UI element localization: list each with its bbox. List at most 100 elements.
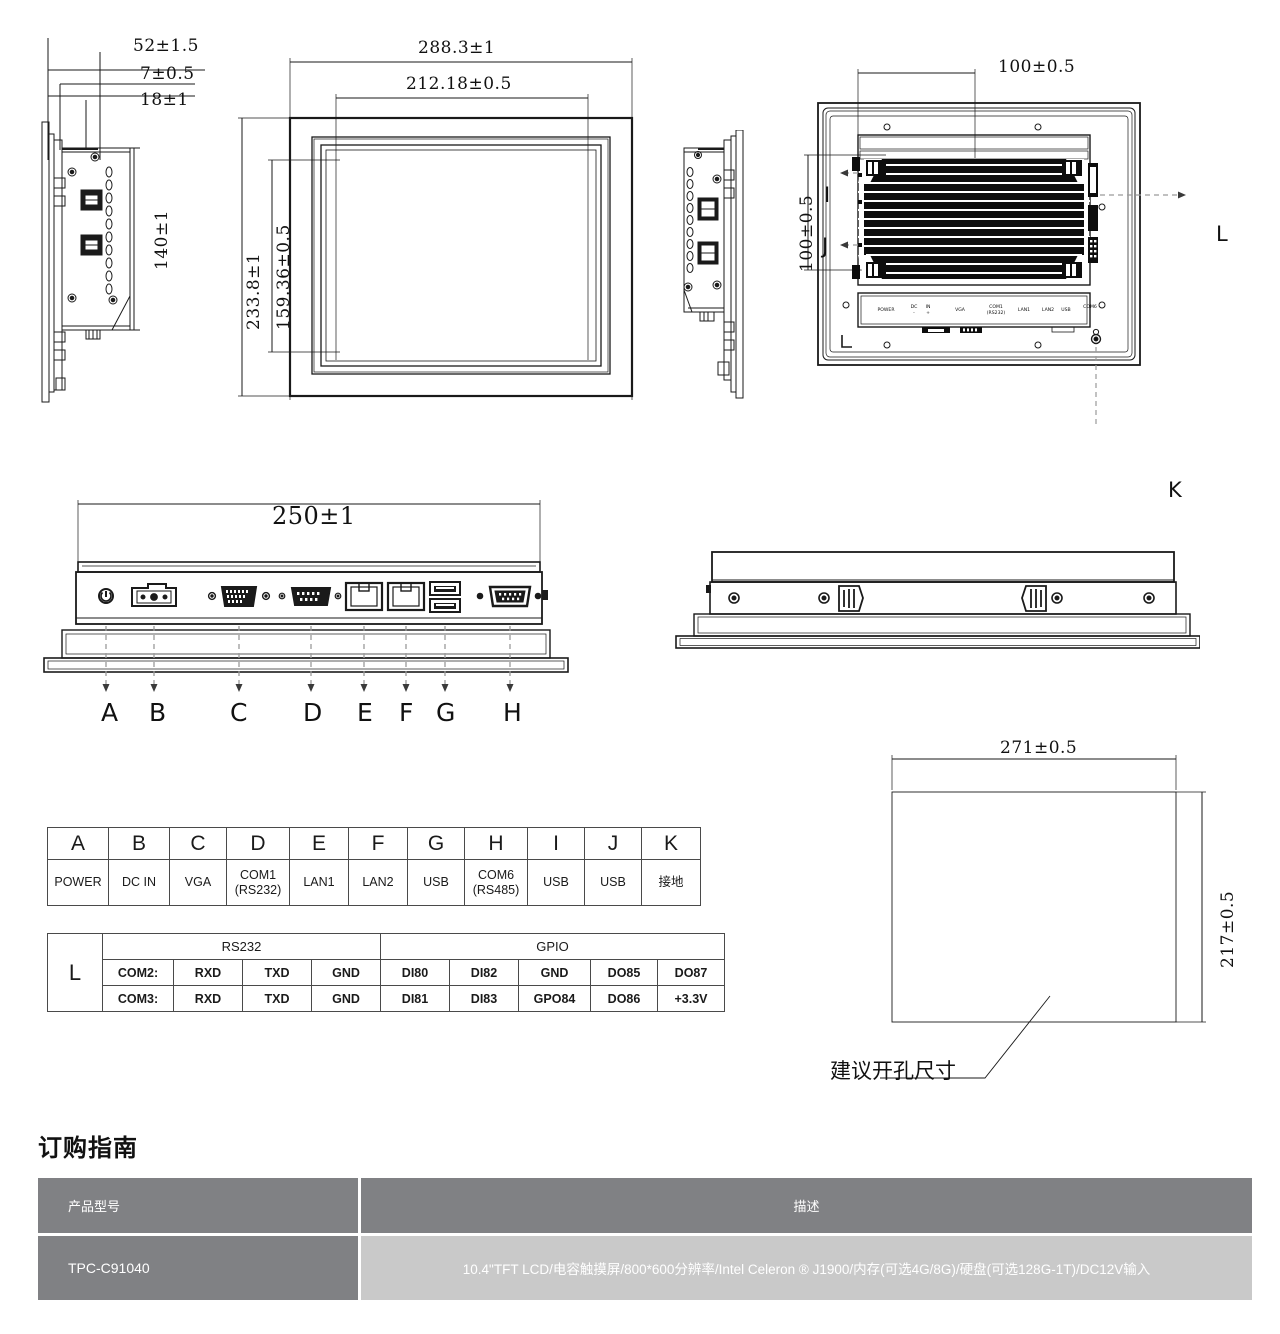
svg-text:DC: DC [911,304,918,310]
io-callout-f: F [399,698,414,727]
ordering-guide-row: TPC-C91040 10.4"TFT LCD/电容触摸屏/800*600分辨率… [38,1236,1252,1300]
connector-value-a: POWER [47,859,109,906]
l-pinout-table: L RS232 GPIO COM2: RXD TXD GND DI80 DI82… [47,933,725,1012]
dim-front-width-active: 212.18±0.5 [406,74,512,94]
connector-value-f: LAN2 [348,859,408,906]
ordering-guide-header-row: 产品型号 描述 [38,1178,1252,1233]
ordering-guide-description: 10.4"TFT LCD/电容触摸屏/800*600分辨率/Intel Cele… [361,1236,1252,1300]
callout-k: K [1168,478,1182,502]
ordering-guide-header-model: 产品型号 [38,1178,358,1233]
svg-text:-: - [913,311,915,316]
l-table-group-rs232: RS232 [102,933,381,960]
connector-table: A B C D E F G H I J K POWER DC IN VGA CO… [47,827,701,906]
l-table: L RS232 GPIO COM2: RXD TXD GND DI80 DI82… [47,933,725,1012]
l-com2-gpio-4: DO87 [657,959,725,986]
callout-i: I [824,183,831,207]
connector-value-d: COM1(RS232) [226,859,290,906]
connector-value-e: LAN1 [289,859,349,906]
ordering-guide-table-wrap: 产品型号 描述 TPC-C91040 10.4"TFT LCD/电容触摸屏/80… [35,1175,1255,1303]
io-callout-a: A [101,698,119,727]
cutout-view [820,730,1250,1100]
svg-text:+: + [926,310,930,316]
svg-text:USB: USB [1061,307,1070,313]
svg-text:LAN1: LAN1 [1018,307,1030,313]
front-view [230,30,680,430]
connector-letter-k: K [641,827,701,860]
l-com2-port: COM2: [102,959,174,986]
connector-letter-j: J [584,827,642,860]
svg-text:VGA: VGA [955,307,966,313]
front-view-svg [238,58,634,400]
ordering-guide-title: 订购指南 [38,1134,138,1162]
io-callout-d: D [303,698,323,727]
svg-text:POWER: POWER [877,307,895,313]
connector-letter-g: G [407,827,465,860]
connector-value-h: COM6(RS485) [464,859,528,906]
svg-text:IN: IN [926,304,931,310]
dim-bezel: 7±0.5 [140,64,195,84]
connector-letter-d: D [226,827,290,860]
connector-table-header-row: A B C D E F G H I J K [47,827,701,860]
connector-value-b: DC IN [108,859,170,906]
dim-front-height-outer: 233.8±1 [244,252,264,330]
svg-text:(RS232): (RS232) [987,310,1006,316]
l-com3-txd: TXD [242,985,312,1012]
l-table-row-com3: COM3: RXD TXD GND DI81 DI83 GPO84 DO86 +… [48,985,725,1012]
dim-cutout-width: 271±0.5 [1000,738,1078,758]
dim-front-height-active: 159.36±0.5 [274,224,294,330]
right-side-view [660,130,780,420]
connector-value-g: USB [407,859,465,906]
dim-cutout-height: 217±0.5 [1218,890,1238,968]
l-com2-rxd: RXD [173,959,243,986]
ordering-guide-header-description: 描述 [361,1178,1252,1233]
svg-text:COM6: COM6 [1083,304,1097,310]
callout-j: J [822,234,829,258]
dim-vesa-vertical: 100±0.5 [797,194,817,272]
left-side-view-svg [41,38,205,403]
l-table-row-com2: COM2: RXD TXD GND DI80 DI82 GND DO85 DO8… [48,959,725,986]
l-com3-gpio-0: DI81 [380,985,450,1012]
bottom-io-view-svg [43,500,569,692]
io-callout-c: C [230,698,248,727]
connector-legend-table: A B C D E F G H I J K POWER DC IN VGA CO… [47,827,701,906]
l-table-group-row: L RS232 GPIO [47,933,725,1012]
l-com3-port: COM3: [102,985,174,1012]
rear-side-profile-svg [675,551,1200,649]
connector-letter-i: I [527,827,585,860]
right-side-view-svg [683,130,744,399]
io-callout-b: B [149,698,167,727]
rear-side-profile-view [660,530,1200,650]
dim-flange: 18±1 [140,90,189,110]
cutout-label: 建议开孔尺寸 [830,1059,956,1083]
l-com3-gpio-1: DI83 [449,985,519,1012]
connector-table-value-row: POWER DC IN VGA COM1(RS232) LAN1 LAN2 US… [47,859,701,906]
io-callout-h: H [503,698,522,727]
callout-l: L [1216,222,1228,246]
dim-front-width-outer: 288.3±1 [418,38,496,58]
l-com3-gnd: GND [311,985,381,1012]
connector-value-i: USB [527,859,585,906]
connector-letter-a: A [47,827,109,860]
l-com2-gpio-0: DI80 [380,959,450,986]
l-com3-gpio-3: DO86 [590,985,658,1012]
l-com2-gpio-1: DI82 [449,959,519,986]
connector-value-c: VGA [169,859,227,906]
connector-letter-b: B [108,827,170,860]
dim-vesa-horizontal: 100±0.5 [998,57,1076,77]
ordering-guide-model: TPC-C91040 [38,1236,358,1300]
l-table-row-label: L [47,933,103,1012]
l-com2-gnd: GND [311,959,381,986]
connector-letter-e: E [289,827,349,860]
bottom-io-view [40,490,610,730]
connector-letter-h: H [464,827,528,860]
l-com3-rxd: RXD [173,985,243,1012]
l-com3-gpio-4: +3.3V [657,985,725,1012]
l-com2-gpio-3: DO85 [590,959,658,986]
dim-side-height: 140±1 [152,209,172,270]
svg-text:LAN2: LAN2 [1042,307,1054,313]
svg-text:COM1: COM1 [989,304,1003,310]
dim-total-depth: 52±1.5 [133,36,199,56]
dim-io-width: 250±1 [272,502,356,530]
